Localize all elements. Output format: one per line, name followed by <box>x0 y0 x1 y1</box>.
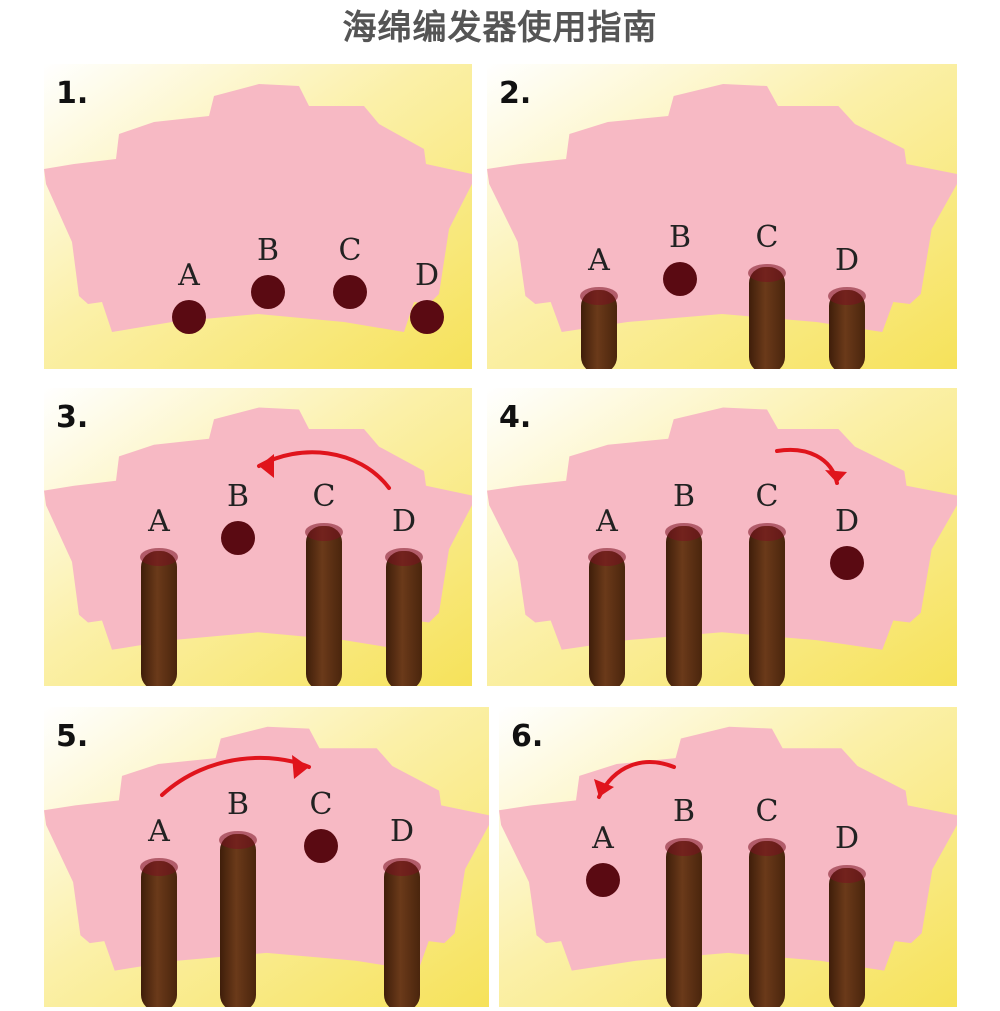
hole-label-a: A <box>148 504 170 539</box>
stick-c <box>749 841 785 1007</box>
stick-d <box>829 290 865 369</box>
hole-b <box>663 262 697 296</box>
stick-a <box>589 551 625 686</box>
hole-label-c: C <box>755 220 779 255</box>
hole-label-d: D <box>391 504 417 539</box>
step-panel-1: 1. A B C D <box>44 64 472 369</box>
hole-a <box>172 300 206 334</box>
step-panel-2: 2. A B C D <box>487 64 957 369</box>
hole-label-c: C <box>755 794 779 829</box>
hole-label-c: C <box>755 479 779 514</box>
hole-label-d: D <box>834 504 860 539</box>
hole-label-b: B <box>256 233 280 268</box>
step-number: 2. <box>499 76 532 111</box>
hole-label-b: B <box>668 220 692 255</box>
hole-label-c: C <box>338 233 362 268</box>
stick-a <box>141 551 177 686</box>
hole-a <box>586 863 620 897</box>
hole-c <box>304 829 338 863</box>
hole-rim-c <box>748 264 786 282</box>
hole-label-a: A <box>148 814 170 849</box>
stick-d <box>386 551 422 686</box>
step-illustration <box>499 707 957 1007</box>
stick-a <box>141 861 177 1007</box>
hole-rim-a <box>588 548 626 566</box>
arrow-head <box>594 779 614 797</box>
step-illustration <box>487 64 957 369</box>
hole-b <box>251 275 285 309</box>
hole-label-a: A <box>178 258 200 293</box>
stick-a <box>581 290 617 369</box>
stick-c <box>306 526 342 686</box>
arrow-head <box>825 470 847 483</box>
hole-rim-d <box>828 865 866 883</box>
step-illustration <box>44 64 472 369</box>
sponge-braider <box>44 84 472 332</box>
hole-c <box>333 275 367 309</box>
stick-c <box>749 526 785 686</box>
step-illustration <box>44 707 489 1007</box>
hole-rim-a <box>140 858 178 876</box>
hole-label-c: C <box>312 479 336 514</box>
hole-label-d: D <box>834 243 860 278</box>
stick-d <box>384 861 420 1007</box>
hole-d <box>830 546 864 580</box>
hole-label-b: B <box>672 479 696 514</box>
hole-b <box>221 521 255 555</box>
hole-rim-b <box>219 831 257 849</box>
step-number: 6. <box>511 719 544 754</box>
hole-rim-c <box>748 523 786 541</box>
page-title: 海绵编发器使用指南 <box>342 8 658 48</box>
hole-label-b: B <box>672 794 696 829</box>
step-number: 5. <box>56 719 89 754</box>
hole-rim-c <box>305 523 343 541</box>
arrow-head <box>292 755 309 779</box>
hole-rim-a <box>140 548 178 566</box>
hole-rim-d <box>385 548 423 566</box>
stick-b <box>666 526 702 686</box>
stick-b <box>220 834 256 1007</box>
step-illustration <box>487 388 957 686</box>
hole-label-d: D <box>834 821 860 856</box>
hole-label-b: B <box>226 787 250 822</box>
hole-label-a: A <box>588 243 610 278</box>
step-panel-6: 6. A B C D <box>499 707 957 1007</box>
sponge-braider <box>487 84 957 332</box>
step-illustration <box>44 388 472 686</box>
arrow-head <box>259 454 274 478</box>
hole-label-a: A <box>596 504 618 539</box>
hole-rim-a <box>580 287 618 305</box>
hole-rim-d <box>828 287 866 305</box>
hole-label-b: B <box>226 479 250 514</box>
stick-b <box>666 841 702 1007</box>
hole-label-d: D <box>389 814 415 849</box>
stick-c <box>749 267 785 369</box>
hole-rim-d <box>383 858 421 876</box>
hole-rim-c <box>748 838 786 856</box>
step-number: 1. <box>56 76 89 111</box>
hole-label-d: D <box>414 258 440 293</box>
hole-label-a: A <box>592 821 614 856</box>
step-number: 3. <box>56 400 89 435</box>
hole-rim-b <box>665 523 703 541</box>
stick-d <box>829 868 865 1007</box>
hole-d <box>410 300 444 334</box>
step-panel-3: 3. A B C D <box>44 388 472 686</box>
step-number: 4. <box>499 400 532 435</box>
step-panel-4: 4. A B C D <box>487 388 957 686</box>
step-panel-5: 5. A B C D <box>44 707 489 1007</box>
hole-label-c: C <box>309 787 333 822</box>
hole-rim-b <box>665 838 703 856</box>
